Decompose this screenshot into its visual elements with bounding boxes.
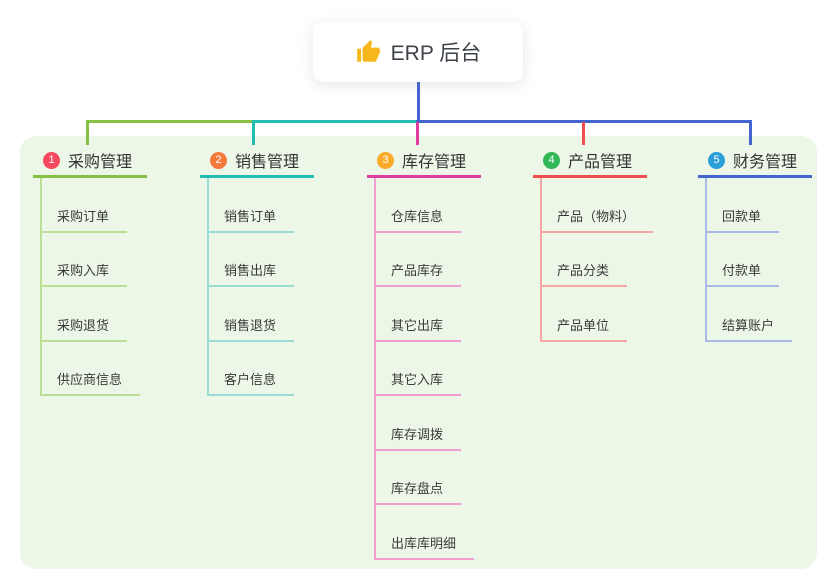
child-node-label: 供应商信息 bbox=[40, 369, 141, 396]
child-node[interactable]: 结算账户 bbox=[705, 287, 793, 342]
branch-node-label: 库存管理 bbox=[402, 154, 467, 171]
branch-node-inventory[interactable]: 3 库存管理 bbox=[367, 145, 481, 178]
child-node[interactable]: 销售退货 bbox=[207, 287, 295, 342]
child-node-label: 仓库信息 bbox=[374, 206, 462, 233]
child-node[interactable]: 产品（物料） bbox=[540, 178, 654, 233]
child-node-label: 库存调拨 bbox=[374, 424, 462, 451]
connector-bus-left bbox=[86, 120, 254, 123]
child-node-label: 销售订单 bbox=[207, 206, 295, 233]
branch-badge: 2 bbox=[210, 151, 227, 169]
branch-children-sales: 销售订单销售出库销售退货客户信息 bbox=[200, 178, 295, 396]
child-node-label: 回款单 bbox=[705, 206, 780, 233]
child-node[interactable]: 回款单 bbox=[705, 178, 792, 233]
child-node[interactable]: 产品单位 bbox=[540, 287, 653, 342]
child-node[interactable]: 库存盘点 bbox=[374, 451, 474, 505]
connector-branch-drop bbox=[416, 122, 419, 145]
child-node-label: 采购入库 bbox=[40, 260, 128, 287]
child-node-label: 产品分类 bbox=[540, 260, 628, 287]
branch-badge: 5 bbox=[708, 151, 725, 169]
thumbs-up-icon bbox=[355, 39, 381, 65]
child-node[interactable]: 销售订单 bbox=[207, 178, 295, 233]
branch-children-product: 产品（物料） 产品分类产品单位 bbox=[533, 178, 654, 342]
child-node-label: 产品单位 bbox=[540, 315, 628, 342]
child-node[interactable]: 采购订单 bbox=[40, 178, 140, 233]
connector-branch-drop bbox=[582, 122, 585, 145]
child-node[interactable]: 采购退货 bbox=[40, 287, 140, 342]
branch-badge: 1 bbox=[43, 151, 60, 169]
branch-badge: 3 bbox=[377, 151, 394, 169]
child-node-label: 采购退货 bbox=[40, 315, 128, 342]
child-node[interactable]: 供应商信息 bbox=[40, 342, 141, 396]
child-node[interactable]: 销售出库 bbox=[207, 233, 295, 287]
branch-node-label: 采购管理 bbox=[68, 154, 133, 171]
child-node[interactable]: 出库库明细 bbox=[374, 505, 475, 560]
root-node[interactable]: ERP 后台 bbox=[313, 22, 523, 82]
child-node-label: 付款单 bbox=[705, 260, 780, 287]
child-node[interactable]: 仓库信息 bbox=[374, 178, 474, 233]
connector-branch-drop bbox=[252, 122, 255, 145]
branch-node-finance[interactable]: 5 财务管理 bbox=[698, 145, 812, 178]
branch-node-product[interactable]: 4 产品管理 bbox=[533, 145, 647, 178]
branch-node-procurement[interactable]: 1 采购管理 bbox=[33, 145, 147, 178]
child-node[interactable]: 产品库存 bbox=[374, 233, 474, 287]
branch-children-inventory: 仓库信息产品库存其它出库其它入库库存调拨库存盘点出库库明细 bbox=[367, 178, 475, 560]
connector-bus-right bbox=[416, 120, 752, 123]
root-node-label: ERP 后台 bbox=[390, 42, 482, 65]
child-node-label: 结算账户 bbox=[705, 315, 793, 342]
branch-children-procurement: 采购订单采购入库采购退货供应商信息 bbox=[33, 178, 141, 396]
child-node-label: 销售出库 bbox=[207, 260, 295, 287]
child-node-label: 产品（物料） bbox=[540, 206, 654, 233]
child-node[interactable]: 采购入库 bbox=[40, 233, 140, 287]
background-panel bbox=[20, 136, 817, 569]
branch-node-label: 销售管理 bbox=[235, 154, 300, 171]
child-node[interactable]: 库存调拨 bbox=[374, 396, 474, 451]
child-node-label: 库存盘点 bbox=[374, 478, 462, 505]
child-node[interactable]: 付款单 bbox=[705, 233, 792, 287]
child-node-label: 采购订单 bbox=[40, 206, 128, 233]
branch-node-label: 产品管理 bbox=[568, 154, 633, 171]
branch-node-sales[interactable]: 2 销售管理 bbox=[200, 145, 314, 178]
child-node-label: 其它入库 bbox=[374, 369, 462, 396]
child-node-label: 客户信息 bbox=[207, 369, 295, 396]
child-node[interactable]: 其它出库 bbox=[374, 287, 474, 342]
connector-branch-drop bbox=[86, 122, 89, 145]
branch-node-label: 财务管理 bbox=[733, 154, 798, 171]
child-node-label: 销售退货 bbox=[207, 315, 295, 342]
child-node[interactable]: 客户信息 bbox=[207, 342, 295, 396]
child-node-label: 出库库明细 bbox=[374, 533, 475, 560]
connector-bus-middle bbox=[252, 120, 418, 123]
child-node-label: 其它出库 bbox=[374, 315, 462, 342]
branch-badge: 4 bbox=[543, 151, 560, 169]
connector-branch-drop bbox=[749, 122, 752, 145]
child-node[interactable]: 产品分类 bbox=[540, 233, 653, 287]
child-node[interactable]: 其它入库 bbox=[374, 342, 474, 396]
child-node-label: 产品库存 bbox=[374, 260, 462, 287]
connector-root-drop bbox=[417, 80, 420, 123]
branch-children-finance: 回款单付款单结算账户 bbox=[698, 178, 793, 342]
